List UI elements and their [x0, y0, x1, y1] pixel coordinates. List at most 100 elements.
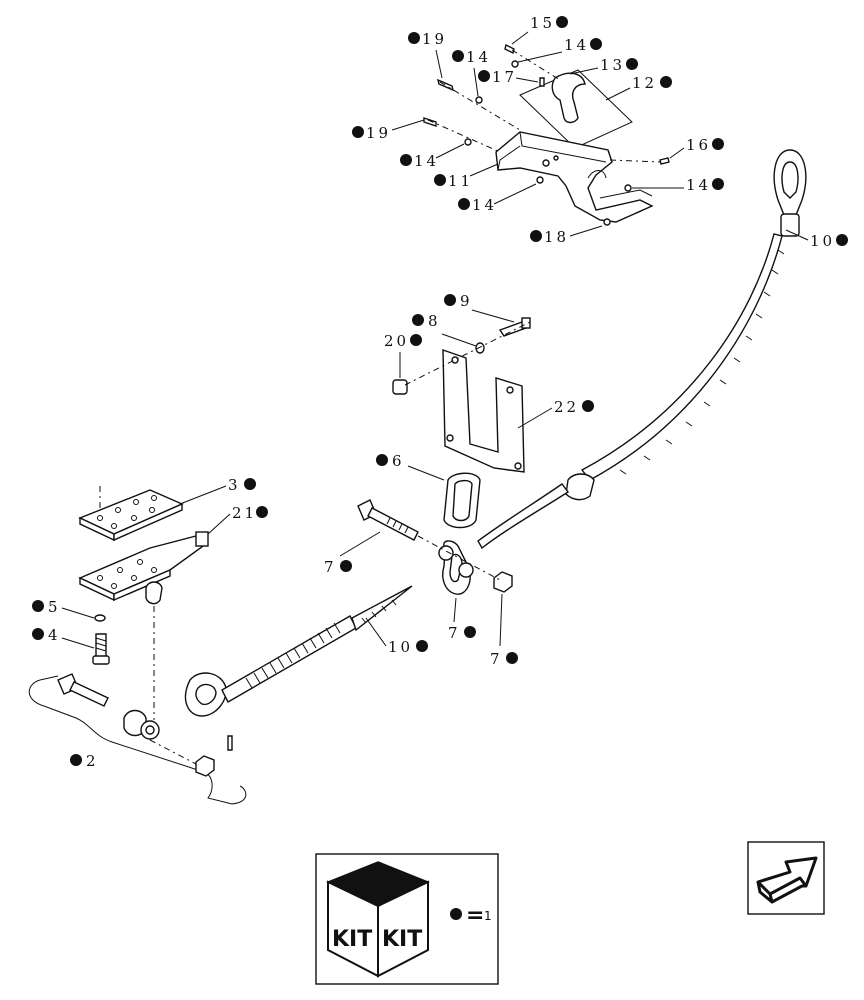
kit-bullet-icon: [412, 314, 424, 326]
svg-text:5: 5: [48, 598, 61, 616]
svg-text:20: 20: [384, 332, 409, 350]
kit-bullet-icon: [458, 198, 470, 210]
next-page-button[interactable]: [747, 841, 825, 915]
upper-bracket-assembly: [423, 43, 670, 226]
callout-10-cable: 10: [785, 229, 848, 250]
turnbuckle-rod: [184, 585, 413, 717]
svg-text:10: 10: [388, 638, 413, 656]
kit-bullet-icon: [408, 32, 420, 44]
svg-text:17: 17: [492, 68, 517, 86]
callout-22: 22: [517, 398, 594, 429]
kit-bullet-icon: [32, 628, 44, 640]
svg-text:14: 14: [564, 36, 589, 54]
svg-text:19: 19: [422, 30, 447, 48]
svg-text:2: 2: [86, 752, 99, 770]
svg-text:16: 16: [686, 136, 711, 154]
kit-box-icon: [326, 861, 430, 978]
callout-10-rod: 10: [365, 617, 428, 656]
svg-text:12: 12: [632, 74, 657, 92]
callout-6: 6: [376, 452, 445, 481]
svg-text:11: 11: [448, 172, 473, 190]
callout-14-top: 14: [517, 36, 602, 63]
callout-8: 8: [412, 312, 477, 347]
legend-equals: =: [466, 903, 484, 928]
shackle-assembly-7: [357, 499, 513, 595]
next-page-arrow-icon: [756, 856, 818, 904]
kit-bullet-icon: [464, 626, 476, 638]
kit-bullet-icon: [530, 230, 542, 242]
kit-bullet-icon: [582, 400, 594, 412]
svg-text:14: 14: [472, 196, 497, 214]
callout-15: 15: [511, 14, 568, 45]
legend-value: 1: [484, 909, 492, 923]
svg-text:19: 19: [366, 124, 391, 142]
link-6: [443, 472, 481, 529]
kit-bullet-icon: [256, 506, 268, 518]
callout-7-nut: 7: [490, 593, 518, 668]
callout-19-top: 19: [408, 30, 447, 79]
callout-18: 18: [530, 225, 603, 246]
svg-text:14: 14: [414, 152, 439, 170]
callout-14-left-top: 14: [452, 48, 491, 97]
kit-bullet-icon: [410, 334, 422, 346]
kit-bullet-icon: [836, 234, 848, 246]
svg-text:7: 7: [490, 650, 503, 668]
cable-assembly: [477, 149, 807, 550]
kit-legend: KIT KIT = 1: [315, 853, 499, 985]
callout-7-bolt: 7: [324, 531, 381, 576]
callout-20: 20: [384, 332, 422, 378]
kit-label-left: KIT: [332, 927, 372, 952]
kit-bullet-icon: [70, 754, 82, 766]
kit-bullet-icon: [450, 908, 462, 920]
callout-12: 12: [605, 74, 672, 101]
kit-bullet-icon: [452, 50, 464, 62]
kit-bullet-icon: [444, 294, 456, 306]
u-bracket-22: [392, 317, 531, 473]
callout-19-left: 19: [352, 119, 425, 142]
callout-7-shackle: 7: [448, 597, 476, 642]
mounting-base-2: [28, 673, 247, 805]
svg-text:13: 13: [600, 56, 625, 74]
kit-bullet-icon: [376, 454, 388, 466]
callout-13: 13: [569, 56, 638, 75]
callout-3: 3: [179, 476, 256, 505]
svg-text:22: 22: [554, 398, 579, 416]
svg-text:3: 3: [228, 476, 241, 494]
kit-bullet-icon: [712, 178, 724, 190]
svg-text:14: 14: [686, 176, 711, 194]
kit-bullet-icon: [660, 76, 672, 88]
svg-text:9: 9: [460, 292, 473, 310]
svg-text:8: 8: [428, 312, 441, 330]
kit-bullet-icon: [400, 154, 412, 166]
kit-bullet-icon: [590, 38, 602, 50]
kit-bullet-icon: [556, 16, 568, 28]
svg-text:18: 18: [544, 228, 569, 246]
svg-text:7: 7: [448, 624, 461, 642]
kit-bullet-icon: [506, 652, 518, 664]
kit-label-right: KIT: [382, 927, 422, 952]
callout-21: 21: [207, 504, 268, 535]
svg-text:14: 14: [466, 48, 491, 66]
callout-14-bottom: 14: [458, 183, 537, 214]
callout-14-right: 14: [632, 176, 724, 194]
callout-5: 5: [32, 598, 95, 619]
callout-16: 16: [669, 136, 724, 159]
callout-9: 9: [444, 292, 515, 323]
kit-bullet-icon: [434, 174, 446, 186]
callout-17: 17: [478, 68, 539, 86]
callout-4: 4: [32, 626, 95, 649]
callouts: 15 14 19 14 17 13: [32, 14, 848, 770]
svg-text:21: 21: [232, 504, 257, 522]
kit-bullet-icon: [244, 478, 256, 490]
kit-bullet-icon: [626, 58, 638, 70]
svg-text:15: 15: [530, 14, 555, 32]
plate-assembly: [78, 486, 209, 720]
kit-bullet-icon: [32, 600, 44, 612]
svg-text:6: 6: [392, 452, 405, 470]
kit-bullet-icon: [340, 560, 352, 572]
callout-11: 11: [434, 163, 499, 190]
kit-bullet-icon: [712, 138, 724, 150]
callout-2: 2: [70, 752, 99, 770]
svg-text:4: 4: [48, 626, 61, 644]
